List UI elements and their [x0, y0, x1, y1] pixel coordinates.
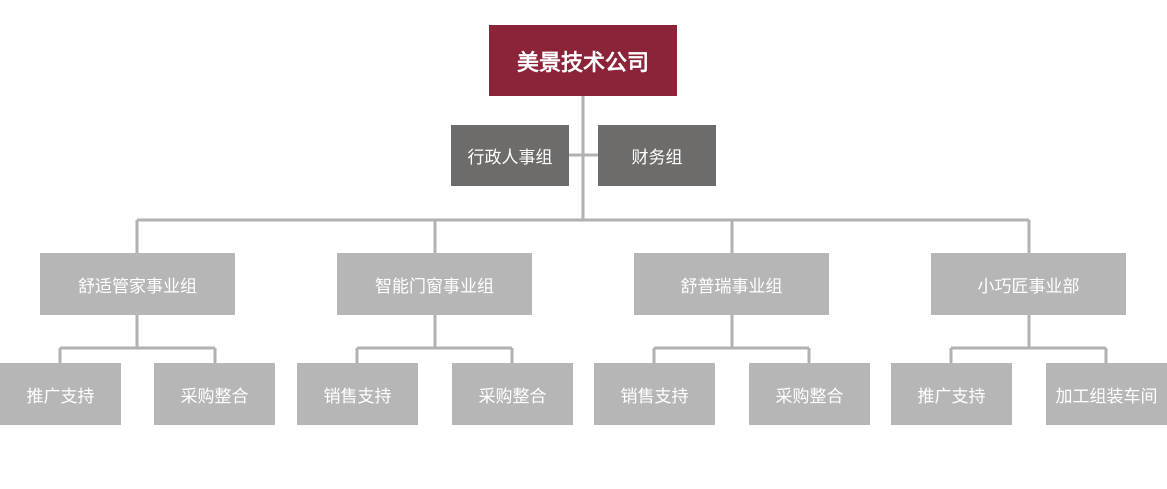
division-label-4: 小巧匠事业部	[977, 276, 1080, 297]
team-label: 采购整合	[180, 386, 249, 407]
team-label: 销售支持	[323, 386, 392, 407]
division-label-3: 舒普瑞事业组	[680, 276, 783, 297]
company-root-label: 美景技术公司	[516, 50, 649, 76]
division-box-2: 智能门窗事业组	[337, 253, 532, 315]
team-box: 加工组装车间	[1046, 363, 1167, 425]
staff-finance-label: 财务组	[631, 148, 683, 168]
team-box: 采购整合	[452, 363, 573, 425]
team-label: 销售支持	[620, 386, 689, 407]
team-box: 销售支持	[297, 363, 418, 425]
team-box: 销售支持	[594, 363, 715, 425]
team-label: 推广支持	[917, 386, 986, 407]
division-label-1: 舒适管家事业组	[78, 276, 197, 297]
staff-admin-hr-label: 行政人事组	[467, 148, 553, 168]
division-label-2: 智能门窗事业组	[375, 276, 494, 297]
team-box: 推广支持	[0, 363, 121, 425]
division-box-3: 舒普瑞事业组	[634, 253, 829, 315]
team-box: 推广支持	[891, 363, 1012, 425]
team-label: 加工组装车间	[1055, 386, 1158, 407]
company-root-box: 美景技术公司	[489, 25, 677, 96]
team-label: 采购整合	[478, 386, 547, 407]
team-label: 推广支持	[26, 386, 95, 407]
division-box-1: 舒适管家事业组	[40, 253, 235, 315]
team-box: 采购整合	[749, 363, 870, 425]
staff-finance-box: 财务组	[598, 125, 716, 186]
team-label: 采购整合	[775, 386, 844, 407]
team-box: 采购整合	[154, 363, 275, 425]
staff-admin-hr-box: 行政人事组	[451, 125, 569, 186]
division-box-4: 小巧匠事业部	[931, 253, 1126, 315]
